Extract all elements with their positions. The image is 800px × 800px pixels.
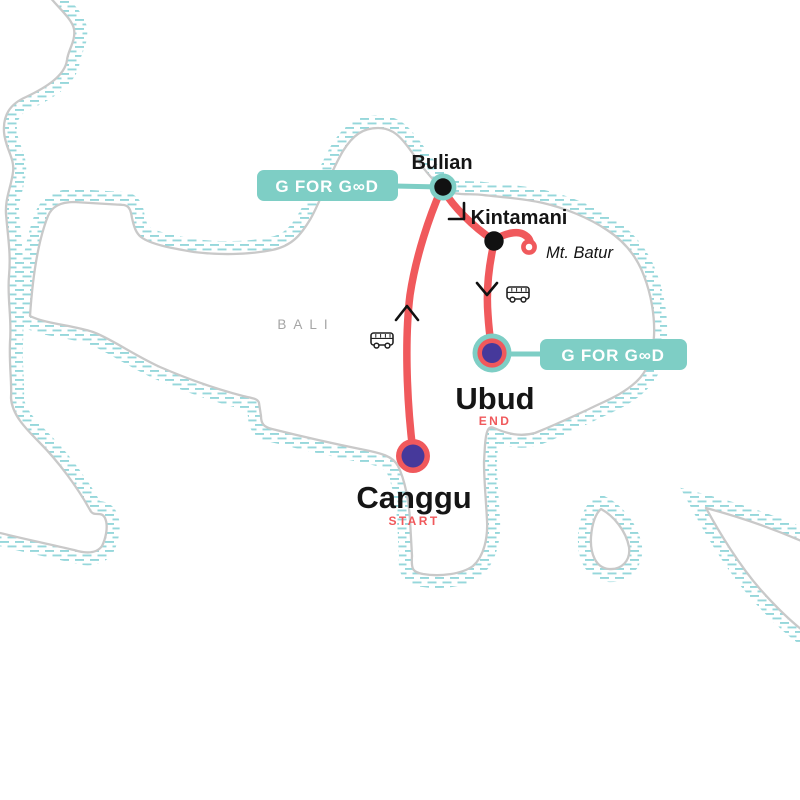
marker-mt-batur-loop (521, 239, 537, 255)
arrow-corner-icon (447, 201, 466, 221)
direction-arrows (394, 201, 499, 322)
badge-g-for-good-ubud: G FOR G∞D (540, 339, 687, 370)
label-ubud: Ubud (455, 381, 534, 416)
badge-label: G FOR G∞D (561, 346, 664, 365)
badge-g-for-good-bulian: G FOR G∞D (257, 170, 398, 201)
label-bulian: Bulian (411, 152, 472, 174)
arrow-up-icon (394, 304, 420, 322)
bus-icon (370, 332, 394, 349)
bus-icon (506, 286, 530, 303)
marker-canggu (396, 439, 430, 473)
route-canggu-bulian (403, 186, 445, 456)
arrow-down-icon (475, 281, 499, 297)
label-region-bali: BALI (277, 317, 334, 332)
badge-label: G FOR G∞D (275, 177, 378, 196)
label-canggu-start: START (388, 514, 439, 528)
label-kintamani: Kintamani (471, 207, 568, 229)
label-ubud-end: END (479, 414, 512, 428)
marker-bulian (429, 173, 457, 201)
label-mt-batur: Mt. Batur (546, 244, 614, 262)
marker-ubud (472, 333, 512, 373)
marker-kintamani (484, 231, 504, 251)
label-canggu: Canggu (356, 480, 471, 515)
